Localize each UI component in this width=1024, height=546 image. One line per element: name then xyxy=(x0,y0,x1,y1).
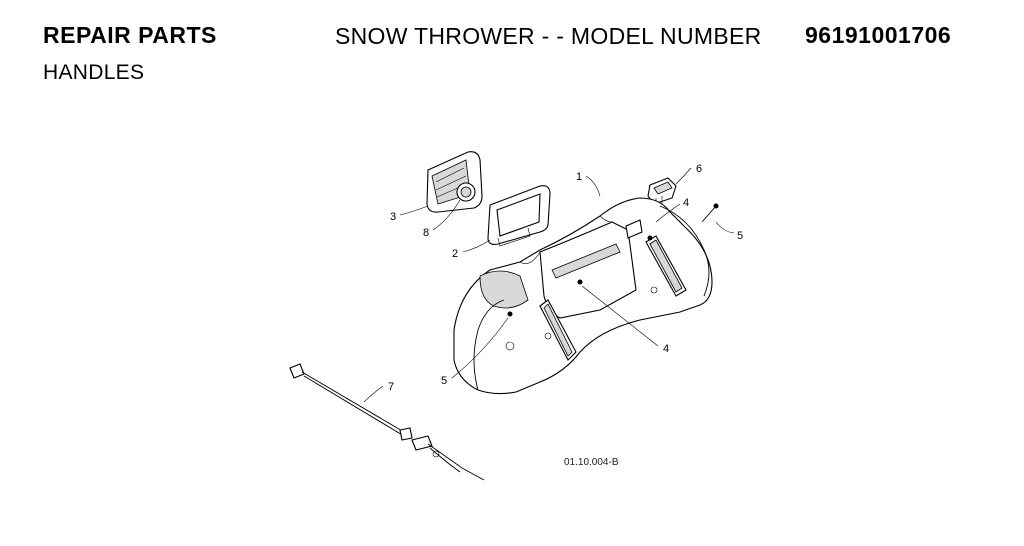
section-title: REPAIR PARTS xyxy=(43,22,217,48)
page-title: SNOW THROWER - - MODEL NUMBER xyxy=(335,23,762,49)
lens-frame-drawing xyxy=(487,185,551,247)
dashboard-panel-drawing xyxy=(453,197,713,395)
model-number: 96191001706 xyxy=(805,22,952,48)
callout-2: 2 xyxy=(452,248,458,260)
callout-4-lower: 4 xyxy=(663,343,669,355)
callout-8: 8 xyxy=(423,227,429,239)
callout-1: 1 xyxy=(576,171,582,183)
screw-drawing xyxy=(701,203,719,223)
callout-5-right: 5 xyxy=(737,230,743,242)
leader-lines xyxy=(363,167,735,403)
callout-6: 6 xyxy=(696,163,702,175)
callout-3: 3 xyxy=(390,211,396,223)
callout-4-upper: 4 xyxy=(683,197,689,209)
wire-harness-drawing xyxy=(289,363,485,481)
headlight-housing-drawing xyxy=(426,151,483,213)
diagram-reference-code: 01.10.004-B xyxy=(564,457,619,468)
switch-drawing xyxy=(647,177,677,206)
callout-7: 7 xyxy=(388,381,394,393)
callout-5-left: 5 xyxy=(441,375,447,387)
subsection-title: HANDLES xyxy=(43,61,145,84)
